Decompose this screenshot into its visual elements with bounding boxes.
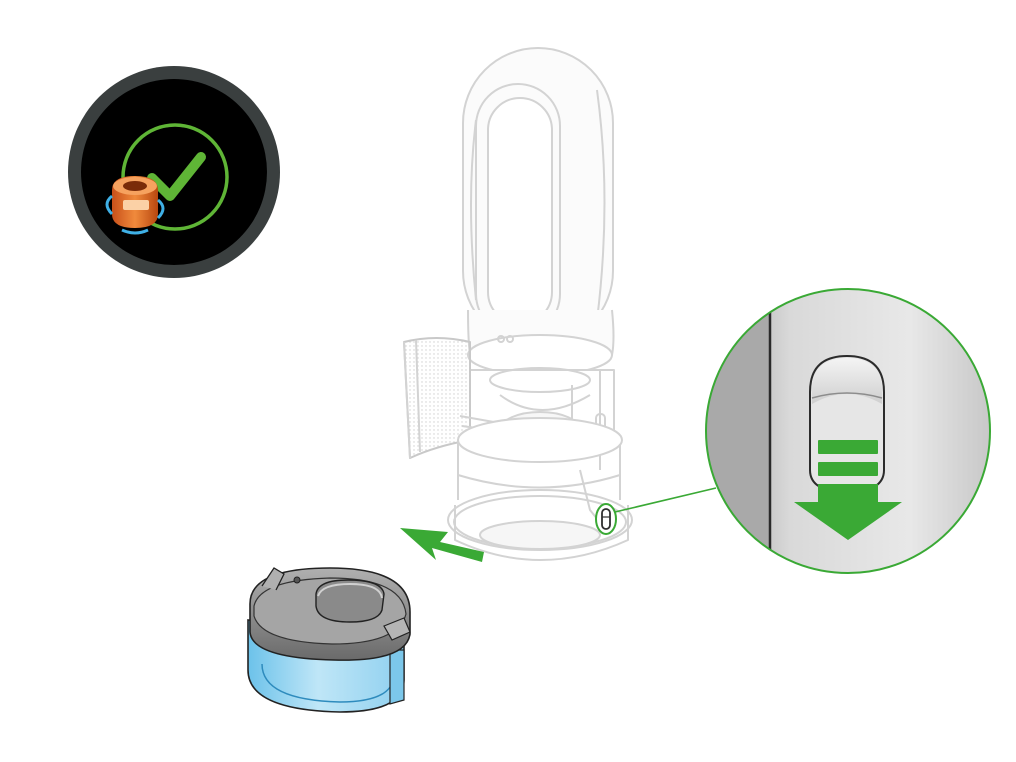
badge-center xyxy=(81,79,267,265)
pull-direction-arrow-icon xyxy=(400,528,484,562)
filter-installed-check-icon xyxy=(105,123,229,235)
status-badge xyxy=(68,66,280,278)
base-unit xyxy=(447,417,633,561)
water-tank xyxy=(247,567,411,713)
zoom-inset xyxy=(705,288,991,574)
filter-cartridge-icon xyxy=(105,176,165,235)
appliance-outline xyxy=(403,47,633,561)
release-button-highlight xyxy=(595,503,617,535)
control-band xyxy=(467,309,615,376)
release-slider xyxy=(809,354,885,494)
loop-amplifier xyxy=(462,47,614,347)
callout-line xyxy=(614,487,717,513)
slide-down-arrow-icon xyxy=(794,440,902,540)
